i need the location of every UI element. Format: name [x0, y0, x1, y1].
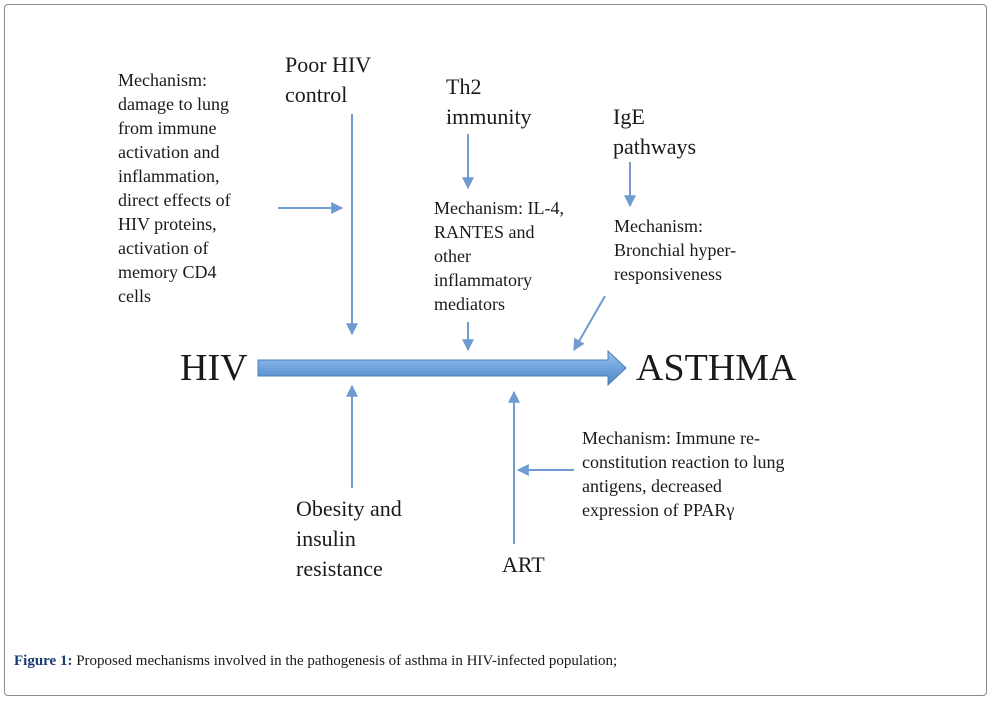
caption-label: Figure 1:	[14, 653, 73, 669]
node-ige-pathways: IgE pathways	[613, 104, 697, 159]
mechanism-th2-immunity: Mechanism: IL-4, RANTES and other inflam…	[434, 198, 564, 314]
arrow-ige-mechanism-to-main	[573, 295, 606, 352]
mechanism-poor-hiv-control: Mechanism: damage to lung from immune ac…	[118, 70, 231, 306]
node-asthma: ASTHMA	[636, 347, 797, 389]
figure-frame	[4, 4, 987, 696]
node-th2-immunity: Th2 immunity	[446, 74, 532, 129]
node-obesity-insulin-resistance: Obesity and insulin resistance	[296, 496, 402, 581]
main-arrow-hiv-to-asthma	[257, 349, 627, 387]
mechanism-art: Mechanism: Immune re- constitution react…	[582, 428, 785, 520]
node-art: ART	[502, 552, 545, 577]
mechanism-ige-pathways: Mechanism: Bronchial hyper- responsivene…	[614, 216, 737, 284]
figure-caption: Figure 1: Proposed mechanisms involved i…	[14, 651, 617, 671]
node-poor-hiv-control: Poor HIV control	[285, 52, 372, 107]
caption-text: Proposed mechanisms involved in the path…	[72, 653, 618, 669]
node-hiv: HIV	[180, 347, 248, 389]
